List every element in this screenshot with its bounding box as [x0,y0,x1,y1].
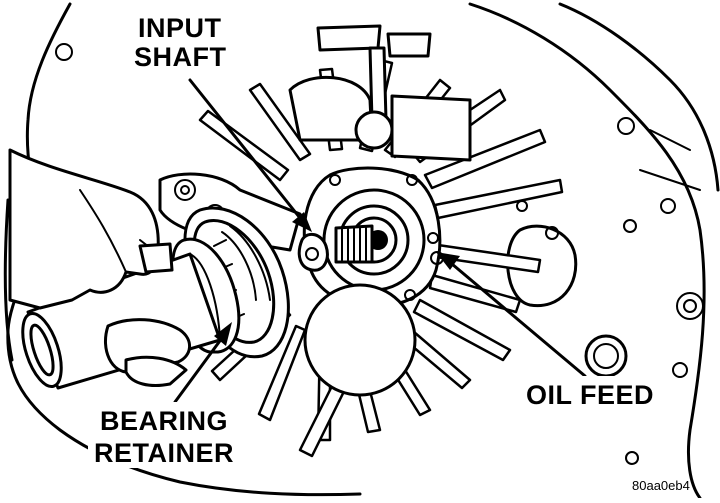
shift-levers [288,24,472,162]
input-shaft-leader-line [188,78,302,220]
oil-feed-leader-line [450,262,587,378]
figure-code: 80aa0eb4 [632,478,690,493]
oil-feed-arrowhead [436,252,460,270]
technician-hand [8,148,191,387]
input-shaft-splines [334,224,374,264]
lower-housing-boss [303,283,417,397]
leader-arrows [173,78,587,404]
bearing-retainer-arrowhead [214,322,232,346]
bearing-retainer-leader-line [173,336,224,404]
oil-feed-label: OIL FEED [526,380,654,410]
input-shaft-label-line2: SHAFT [134,42,227,72]
input-shaft-label-line1: INPUT [138,13,222,43]
input-shaft-arrowhead [292,212,312,232]
callout-labels: INPUT SHAFT BEARING RETAINER OIL FEED [88,10,654,468]
bearing-retainer-label-line2: RETAINER [94,438,234,468]
transmission-case [3,2,720,500]
bearing-retainer-label-line1: BEARING [100,406,228,436]
